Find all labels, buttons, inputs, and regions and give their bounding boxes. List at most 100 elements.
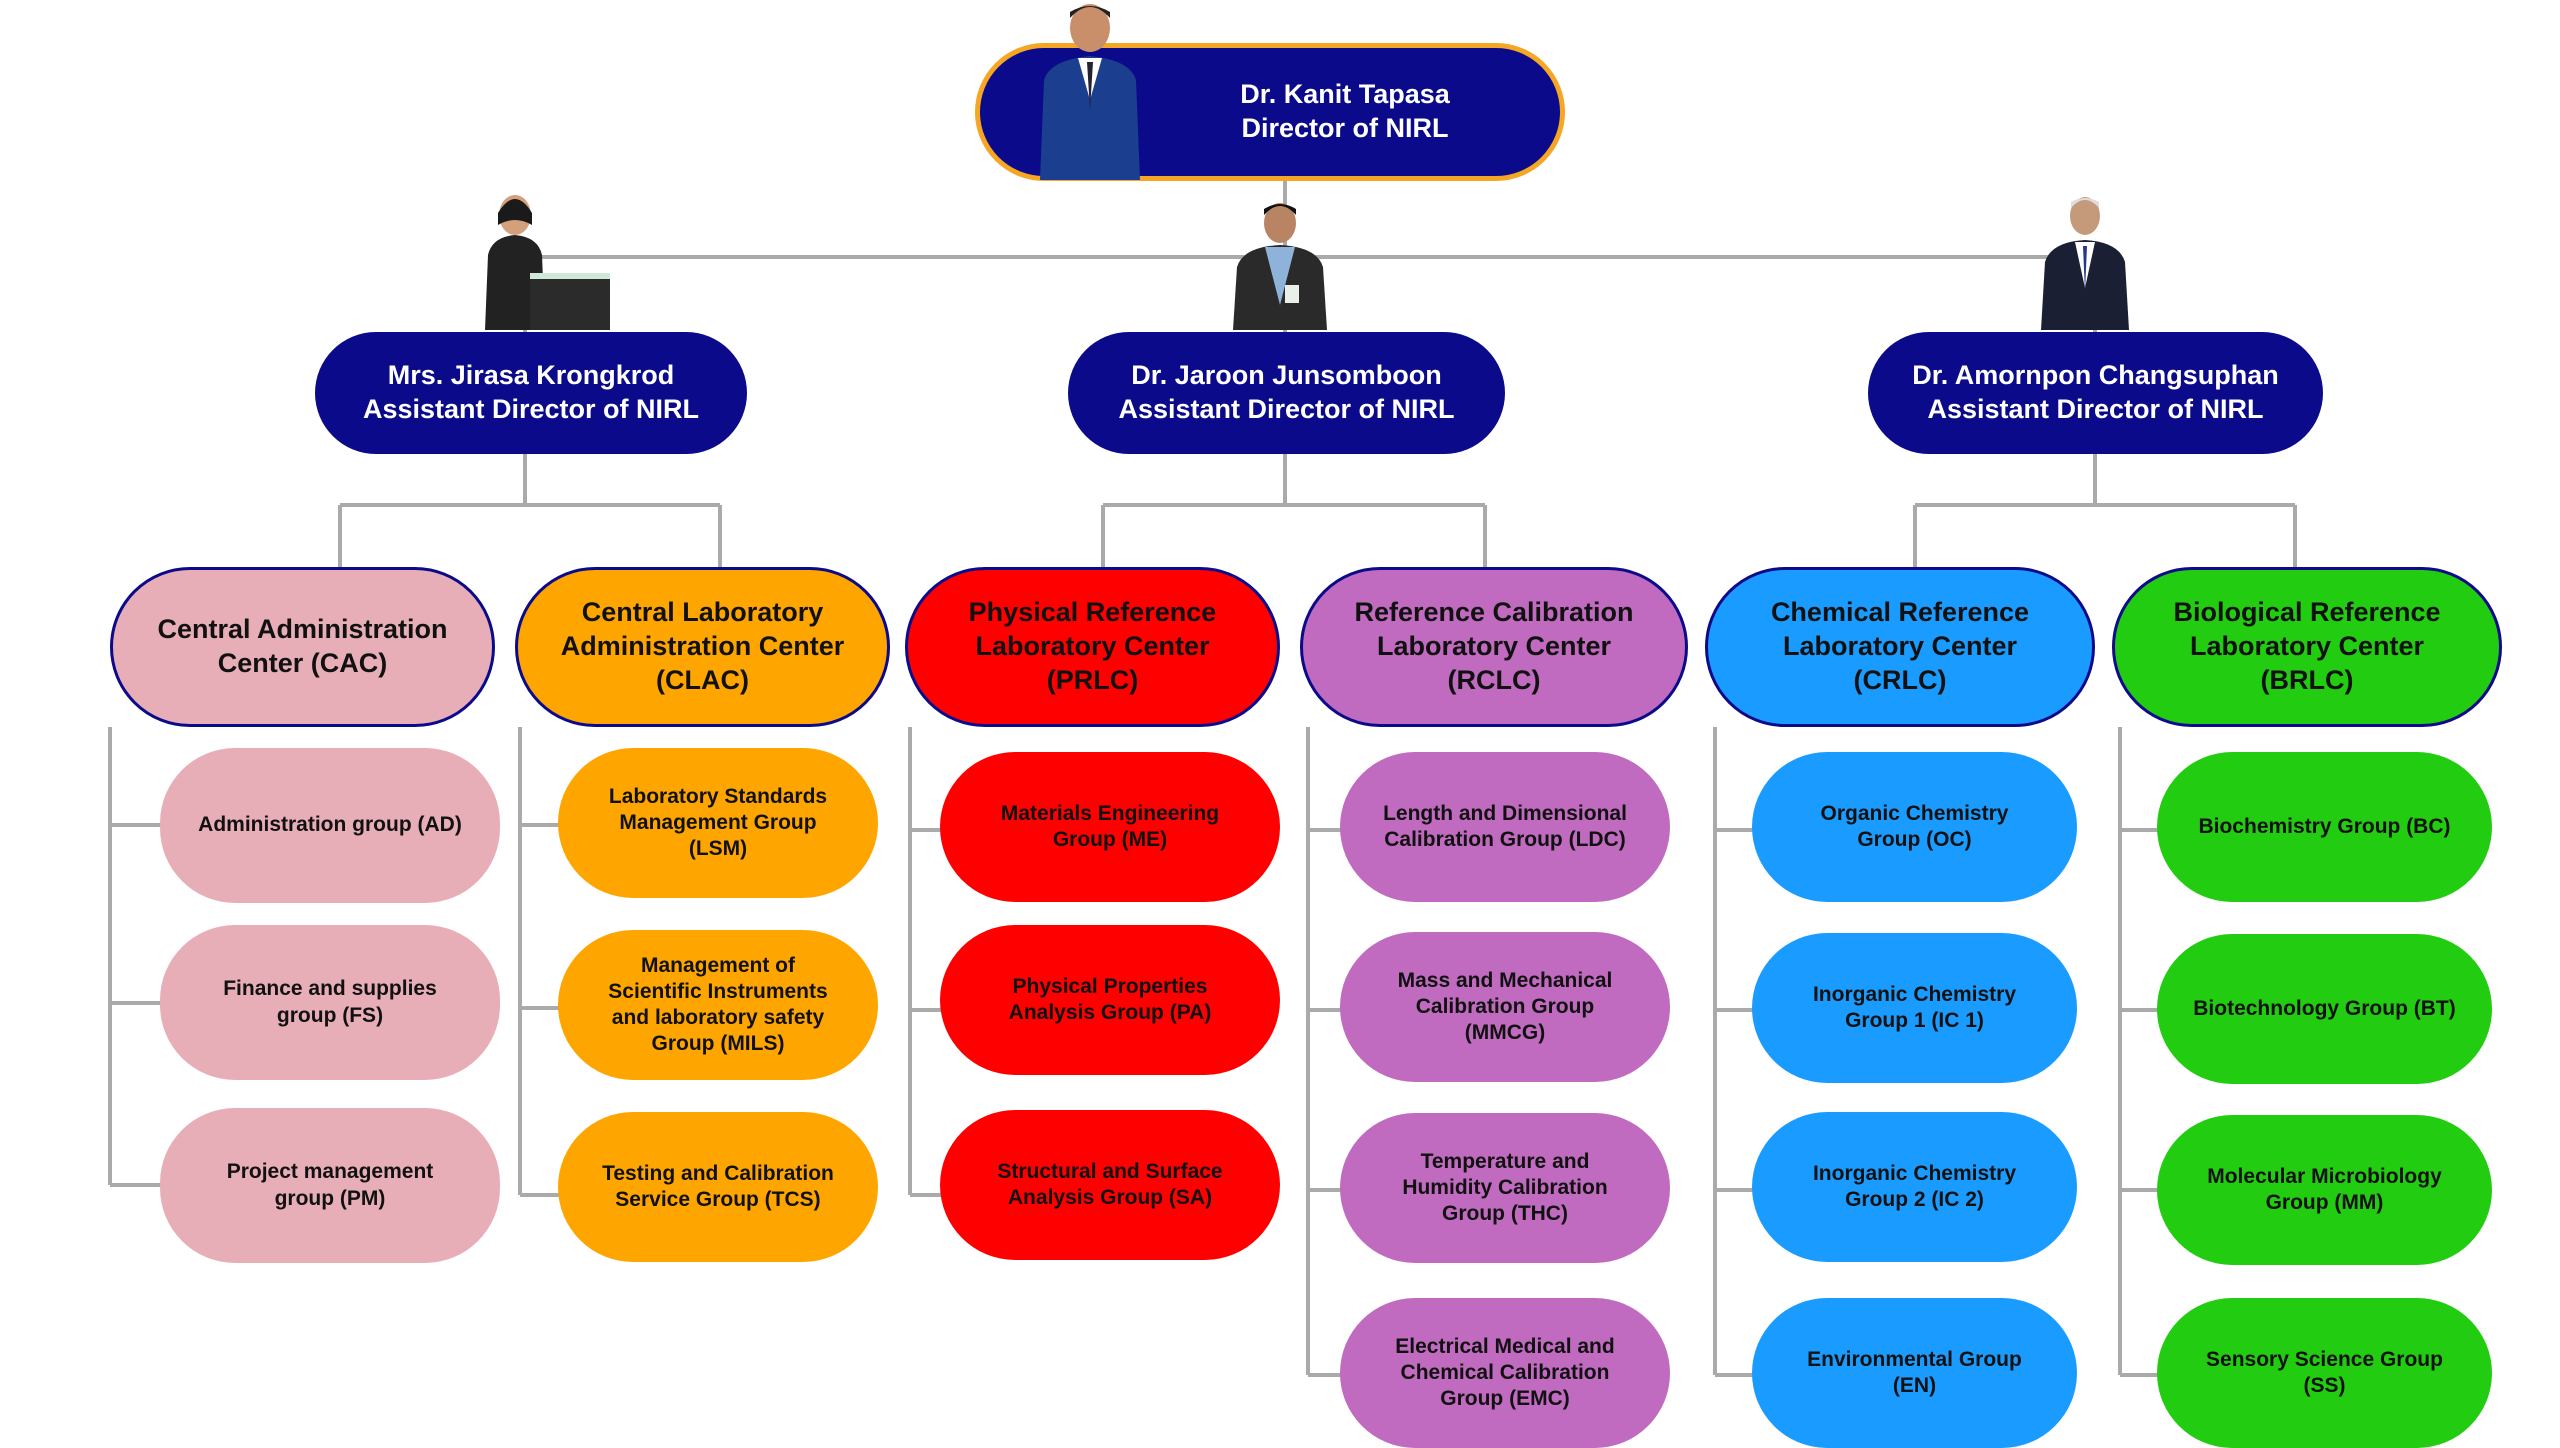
group-label-line: Humidity Calibration [1402, 1175, 1608, 1199]
group-label-line: Electrical Medical and [1395, 1334, 1615, 1358]
group-label-line: Finance and supplies [223, 977, 437, 1001]
center-label-line: Central Laboratory [581, 597, 824, 628]
group-label-line: Laboratory Standards [608, 784, 828, 808]
group-label-line: Service Group (TCS) [615, 1188, 821, 1211]
group-label-line: group (FS) [276, 1003, 384, 1027]
assistant-photo-icon-2 [1233, 203, 1327, 330]
group-label-line: Sensory Science Group [2206, 1347, 2443, 1371]
connector-assistant-1 [338, 454, 722, 567]
connector-prlc [908, 727, 945, 1197]
director-name: Dr. Kanit Tapasa [1240, 79, 1450, 110]
group-label-line: Chemical Calibration [1400, 1360, 1610, 1384]
center-label-line: Biological Reference [2173, 597, 2441, 628]
director-title: Director of NIRL [1241, 113, 1449, 143]
group-box: Environmental Group (EN) [1752, 1298, 2077, 1448]
center-label-line: Chemical Reference [1770, 597, 2030, 628]
group-label-line: Analysis Group (SA) [1007, 1186, 1213, 1209]
group-label-line: Inorganic Chemistry [1812, 1161, 2017, 1185]
group-box: Sensory Science Group(SS) [2157, 1298, 2492, 1448]
assistant-name: Mrs. Jirasa Krongkrod [387, 360, 675, 391]
group-label-line: Group 2 (IC 2) [1845, 1188, 1984, 1211]
center-label-line: (CRLC) [1853, 664, 1947, 695]
connector-brlc [2118, 727, 2165, 1377]
group-label-line: Length and Dimensional [1383, 801, 1627, 825]
group-label-line: Group (ME) [1052, 828, 1168, 851]
group-label-line: Group (MM) [2265, 1191, 2384, 1214]
center-label-line: Physical Reference [968, 597, 1217, 628]
connector-assistant-2 [1101, 454, 1487, 567]
center-label-line: Administration Center [560, 631, 845, 662]
assistant-name: Dr. Jaroon Junsomboon [1131, 360, 1442, 391]
group-label-line: Biotechnology Group (BT) [2193, 996, 2456, 1020]
center-label-line: Central Administration [157, 614, 448, 645]
center-label-line: Laboratory Center [1782, 631, 2018, 662]
group-box: Administration group (AD) [160, 748, 500, 903]
group-label-line: Materials Engineering [1000, 801, 1220, 825]
group-label-line: Analysis Group (PA) [1008, 1001, 1212, 1024]
assistant-name: Dr. Amornpon Changsuphan [1912, 360, 2279, 391]
connector-crlc [1713, 727, 1760, 1377]
group-label-line: Mass and Mechanical [1397, 968, 1613, 992]
connector-rclc [1306, 727, 1348, 1377]
group-label-line: Environmental Group [1807, 1347, 2022, 1371]
group-label-line: Group 1 (IC 1) [1845, 1009, 1984, 1032]
group-label-line: Calibration Group (LDC) [1384, 828, 1626, 851]
group-label-line: Administration group (AD) [198, 813, 462, 837]
group-label-line: Group (EMC) [1440, 1387, 1570, 1411]
director-photo-icon [1040, 4, 1140, 180]
center-label-line: (RCLC) [1447, 664, 1541, 695]
assistant-photo-icon-1 [485, 195, 610, 330]
group-label-line: Group (THC) [1442, 1202, 1568, 1226]
assistant-box-3: Dr. Amornpon Changsuphan Assistant Direc… [1868, 332, 2323, 454]
center-label-line: Reference Calibration [1354, 597, 1634, 628]
connector-cac [108, 727, 160, 1187]
group-label-line: Temperature and [1420, 1149, 1590, 1173]
group-label-line: Project management [226, 1160, 434, 1184]
center-label-line: Laboratory Center [2189, 631, 2425, 662]
group-label-line: (MMCG) [1464, 1021, 1546, 1045]
assistant-title: Assistant Director of NIRL [1118, 394, 1455, 424]
center-label-line: Center (CAC) [217, 648, 388, 678]
connector-clac [518, 727, 560, 1197]
group-label-line: Organic Chemistry [1820, 801, 2009, 825]
group-label-line: Molecular Microbiology [2207, 1164, 2442, 1188]
center-label-line: Laboratory Center [1376, 631, 1612, 662]
group-label-line: Physical Properties [1012, 974, 1208, 998]
center-label-line: Laboratory Center [975, 631, 1210, 662]
assistant-photo-icon-3 [2041, 197, 2129, 330]
group-label-line: (EN) [1892, 1374, 1937, 1397]
group-label-line: Structural and Surface [997, 1159, 1223, 1183]
group-label-line: Calibration Group [1415, 994, 1595, 1018]
assistant-box-2: Dr. Jaroon Junsomboon Assistant Director… [1068, 332, 1505, 454]
group-label-line: Management Group [619, 810, 817, 834]
group-label-line: Group (OC) [1857, 828, 1972, 851]
group-label-line: Inorganic Chemistry [1812, 982, 2017, 1006]
group-box: Biotechnology Group (BT) [2157, 934, 2492, 1084]
center-label-line: (BRLC) [2260, 664, 2354, 695]
assistant-box-1: Mrs. Jirasa Krongkrod Assistant Director… [315, 332, 747, 454]
group-label-line: (LSM) [688, 837, 748, 861]
group-label-line: Biochemistry Group (BC) [2198, 814, 2451, 838]
assistant-title: Assistant Director of NIRL [362, 394, 700, 424]
group-label-line: Testing and Calibration [602, 1161, 834, 1185]
group-box: Biochemistry Group (BC) [2157, 752, 2492, 902]
group-label-line: Management of [640, 953, 795, 977]
